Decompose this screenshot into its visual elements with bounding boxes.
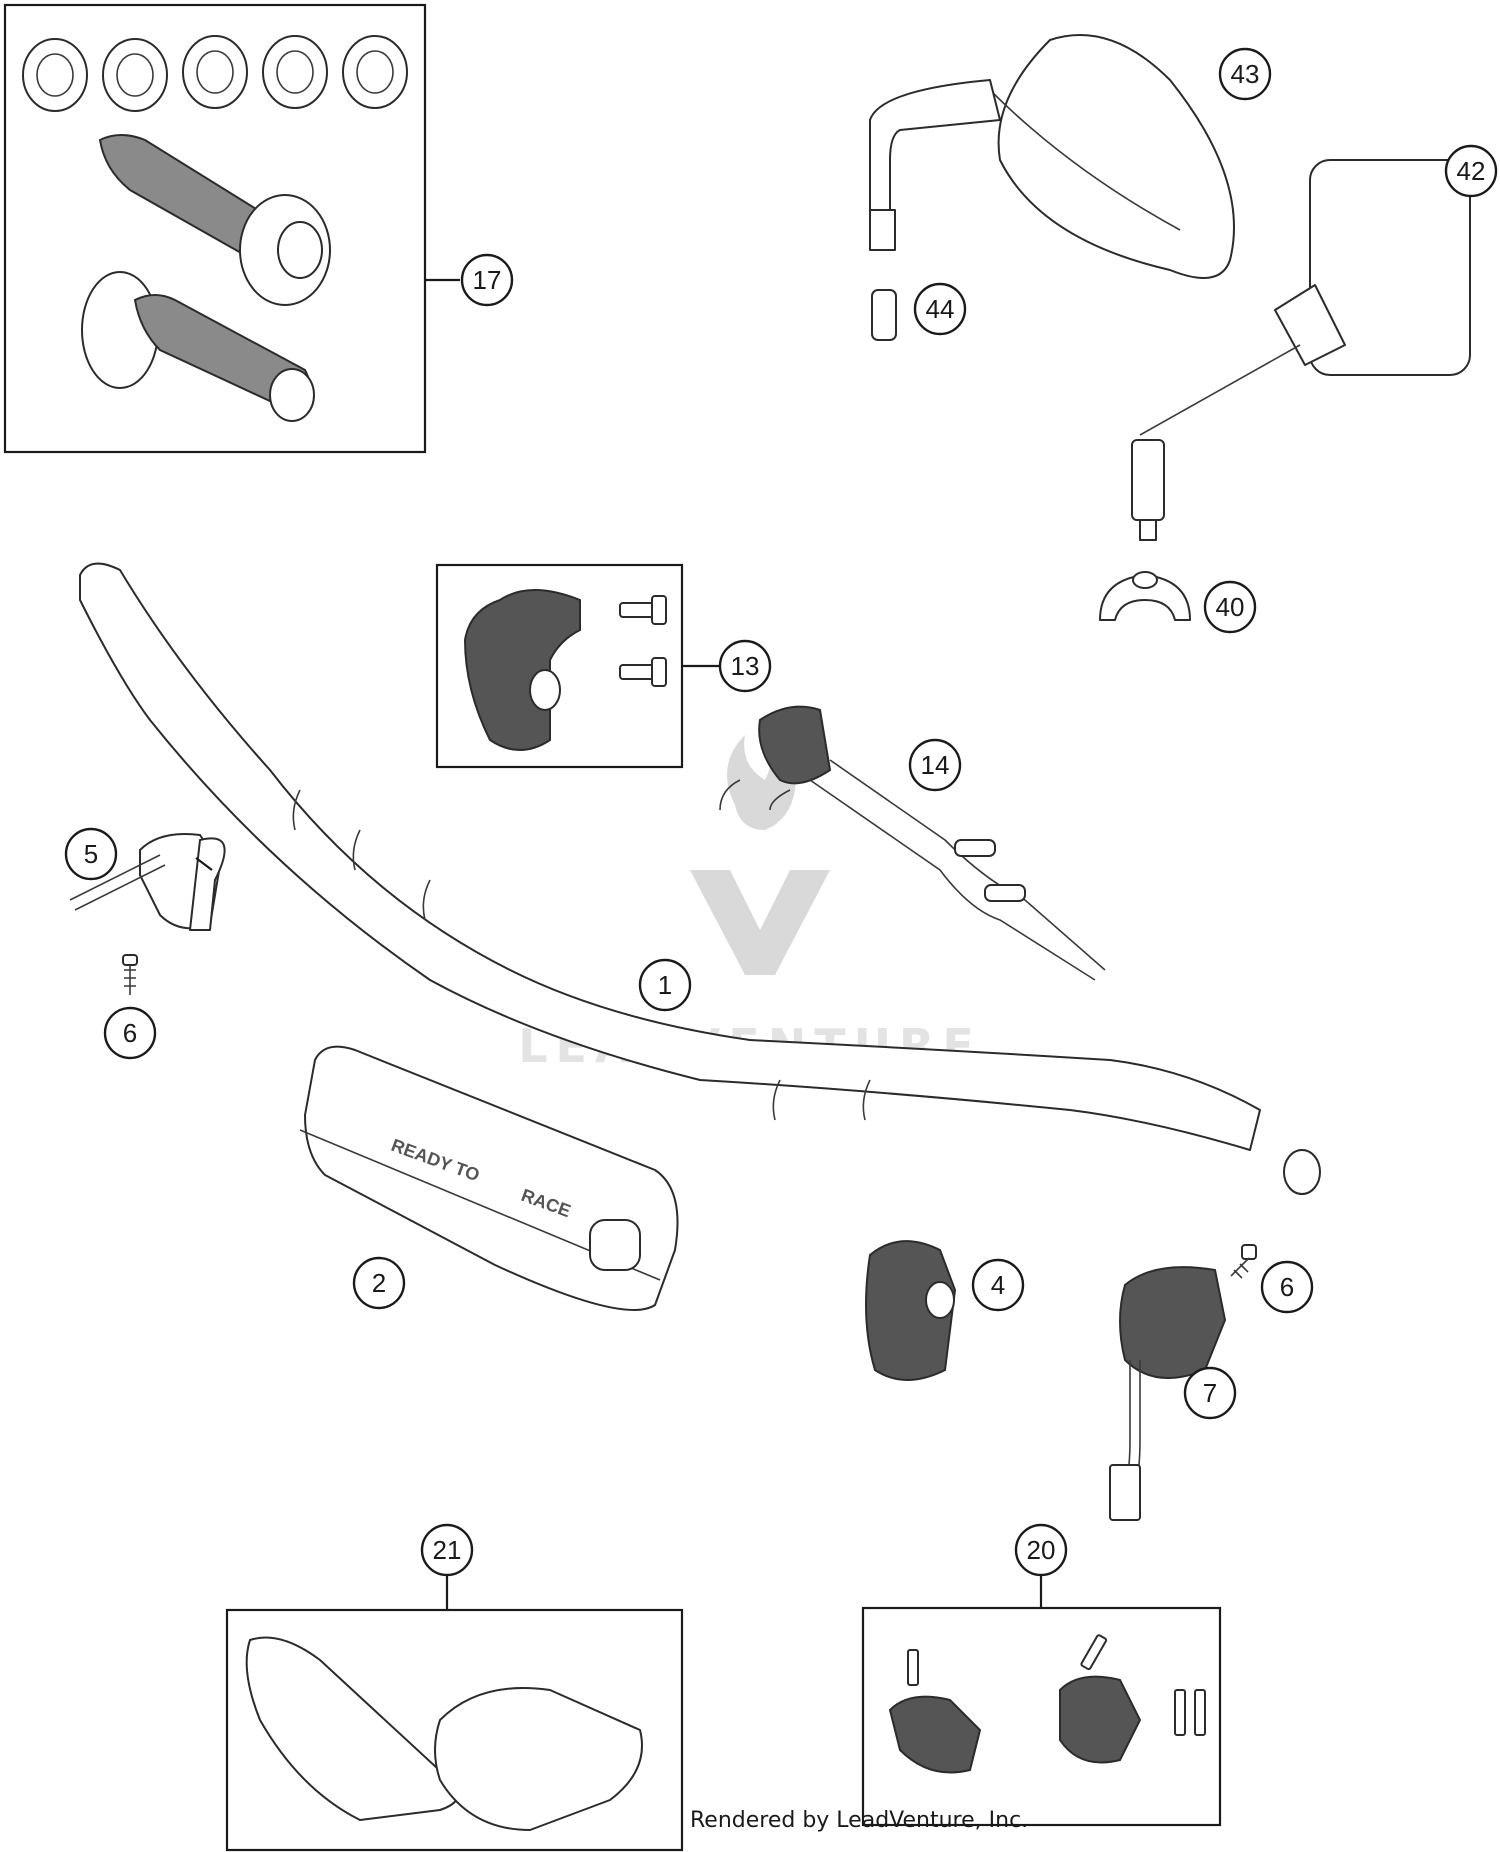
grip-set-box: [3, 3, 427, 454]
callout-14[interactable]: 14: [908, 738, 962, 792]
callout-6-right[interactable]: 6: [1260, 1260, 1314, 1314]
callout-7[interactable]: 7: [1183, 1366, 1237, 1420]
mounting-kit-group: [861, 1575, 1222, 1827]
grip-set-group: [3, 3, 460, 454]
svg-text:21: 21: [433, 1535, 462, 1565]
svg-text:2: 2: [372, 1268, 386, 1298]
mirror-clamp[interactable]: [1099, 571, 1191, 621]
callout-13[interactable]: 13: [718, 639, 772, 693]
svg-text:42: 42: [1457, 156, 1486, 186]
callout-43[interactable]: 43: [1218, 47, 1272, 101]
callout-20[interactable]: 20: [1014, 1523, 1068, 1577]
callout-5[interactable]: 5: [64, 827, 118, 881]
svg-text:6: 6: [1280, 1272, 1294, 1302]
svg-text:14: 14: [921, 750, 950, 780]
svg-text:20: 20: [1027, 1535, 1056, 1565]
callout-42[interactable]: 42: [1444, 144, 1498, 198]
v-logo-icon: [690, 870, 830, 975]
callout-17[interactable]: 17: [460, 253, 514, 307]
handguard-mount-right[interactable]: [1059, 1675, 1142, 1764]
hand-guard-group: [225, 1575, 684, 1852]
hand-guard-box: [225, 1608, 684, 1852]
screw-right[interactable]: [1230, 1244, 1257, 1279]
hand-guard-left[interactable]: [245, 1636, 459, 1821]
bar-pad[interactable]: READY TO RACE: [299, 1045, 679, 1311]
hot-start-clamp[interactable]: [69, 833, 226, 931]
svg-text:6: 6: [123, 1018, 137, 1048]
callout-1[interactable]: 1: [638, 958, 692, 1012]
callout-40[interactable]: 40: [1203, 580, 1257, 634]
handlebar[interactable]: [79, 562, 1321, 1195]
callout-2[interactable]: 2: [352, 1256, 406, 1310]
svg-text:1: 1: [658, 970, 672, 1000]
handguard-mount-left[interactable]: [888, 1695, 982, 1774]
mount-bolt-3[interactable]: [1174, 1689, 1186, 1736]
throttle-cam-3[interactable]: [182, 35, 248, 109]
throttle-grip[interactable]: [98, 134, 331, 306]
mirror-adapter[interactable]: [871, 289, 897, 341]
hand-guard-right[interactable]: [434, 1687, 643, 1831]
svg-text:40: 40: [1216, 592, 1245, 622]
left-switch[interactable]: [865, 1240, 957, 1381]
svg-text:4: 4: [991, 1270, 1005, 1300]
callout-44[interactable]: 44: [913, 282, 967, 336]
throttle-cam-5[interactable]: [342, 35, 408, 109]
right-switch[interactable]: [1109, 1266, 1227, 1521]
mount-bolt-2[interactable]: [1080, 1634, 1108, 1671]
callout-4[interactable]: 4: [971, 1258, 1025, 1312]
throttle-cam-rings: [22, 35, 408, 112]
svg-text:17: 17: [473, 265, 502, 295]
mount-bolt-4[interactable]: [1194, 1689, 1206, 1736]
svg-text:44: 44: [926, 294, 955, 324]
mirror-rectangular[interactable]: [1131, 159, 1471, 541]
left-grip[interactable]: [81, 271, 315, 422]
footer-credit: Rendered by LeadVenture, Inc.: [690, 1808, 1029, 1833]
mount-bolt-1[interactable]: [907, 1649, 919, 1686]
throttle-housing-group: [435, 563, 720, 769]
callout-6-left[interactable]: 6: [103, 1006, 157, 1060]
svg-text:13: 13: [731, 651, 760, 681]
svg-text:43: 43: [1231, 59, 1260, 89]
throttle-cable[interactable]: [719, 705, 1106, 981]
mirror-round[interactable]: [869, 34, 1235, 279]
callout-21[interactable]: 21: [420, 1523, 474, 1577]
svg-text:5: 5: [84, 839, 98, 869]
throttle-housing[interactable]: [463, 589, 581, 751]
svg-text:7: 7: [1203, 1378, 1217, 1408]
screw-left[interactable]: [122, 954, 138, 995]
throttle-cam-2[interactable]: [102, 38, 168, 112]
throttle-cam-1[interactable]: [22, 38, 88, 112]
callout-5-leader: [195, 857, 213, 871]
throttle-cam-4[interactable]: [262, 35, 328, 109]
housing-screw-1[interactable]: [619, 595, 667, 625]
housing-screw-2[interactable]: [619, 657, 667, 687]
